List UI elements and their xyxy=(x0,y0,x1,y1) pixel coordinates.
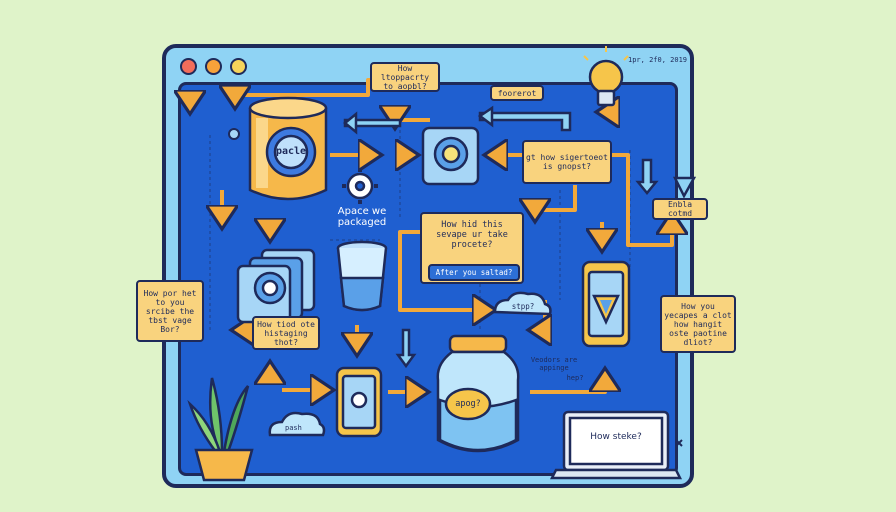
center-answer-button[interactable]: After you saltad? xyxy=(428,264,520,281)
close-dot-icon[interactable] xyxy=(180,58,197,75)
close-mark-icon xyxy=(675,439,683,447)
pin-icon xyxy=(228,128,240,140)
vendors-label: Veodors are appinge xyxy=(530,356,578,372)
gear-boxes-icon xyxy=(236,248,316,324)
phone-icon-right xyxy=(581,260,631,348)
push-label: pash xyxy=(285,424,302,432)
note-right-question[interactable]: How you yecapes a clot how hangit oste p… xyxy=(660,295,736,353)
can-icon xyxy=(248,96,328,201)
laptop-icon xyxy=(549,410,683,480)
plant-icon xyxy=(187,377,254,482)
center-question-text: How hid this sevape ur take procete? xyxy=(436,220,508,250)
laptop-question: How steke? xyxy=(590,432,642,442)
phone-icon-left xyxy=(335,366,383,438)
machine-box-icon xyxy=(421,126,480,186)
window-controls xyxy=(180,58,247,75)
cup-icon xyxy=(336,240,388,312)
window-date: 1pr, 2f0, 2019 xyxy=(628,56,688,64)
note-enable[interactable]: Enbla cotmd xyxy=(652,198,708,220)
can-label: pacle xyxy=(275,146,307,157)
stp-label: stpp? xyxy=(511,302,535,311)
packaged-label: Apace we packaged xyxy=(337,206,387,228)
note-top-question[interactable]: How ltoppacrty to aopbl? xyxy=(370,62,440,92)
lightbulb-icon xyxy=(583,46,629,107)
note-side-question[interactable]: gt how sigertoeot is gnopst? xyxy=(522,140,612,184)
note-left-question[interactable]: How por het to you srcibe the tbst vage … xyxy=(136,280,204,342)
note-footnote[interactable]: foorerot xyxy=(490,85,544,101)
jar-icon xyxy=(436,334,520,453)
minimize-dot-icon[interactable] xyxy=(205,58,222,75)
cloud-icon xyxy=(493,291,552,316)
gear-icon xyxy=(342,168,378,204)
cloud-push-icon xyxy=(268,411,326,437)
maximize-dot-icon[interactable] xyxy=(230,58,247,75)
note-packaging-question[interactable]: How tiod ote histaging thot? xyxy=(252,316,320,350)
hep-label: hep? xyxy=(566,374,584,382)
jar-label: apog? xyxy=(455,399,481,409)
